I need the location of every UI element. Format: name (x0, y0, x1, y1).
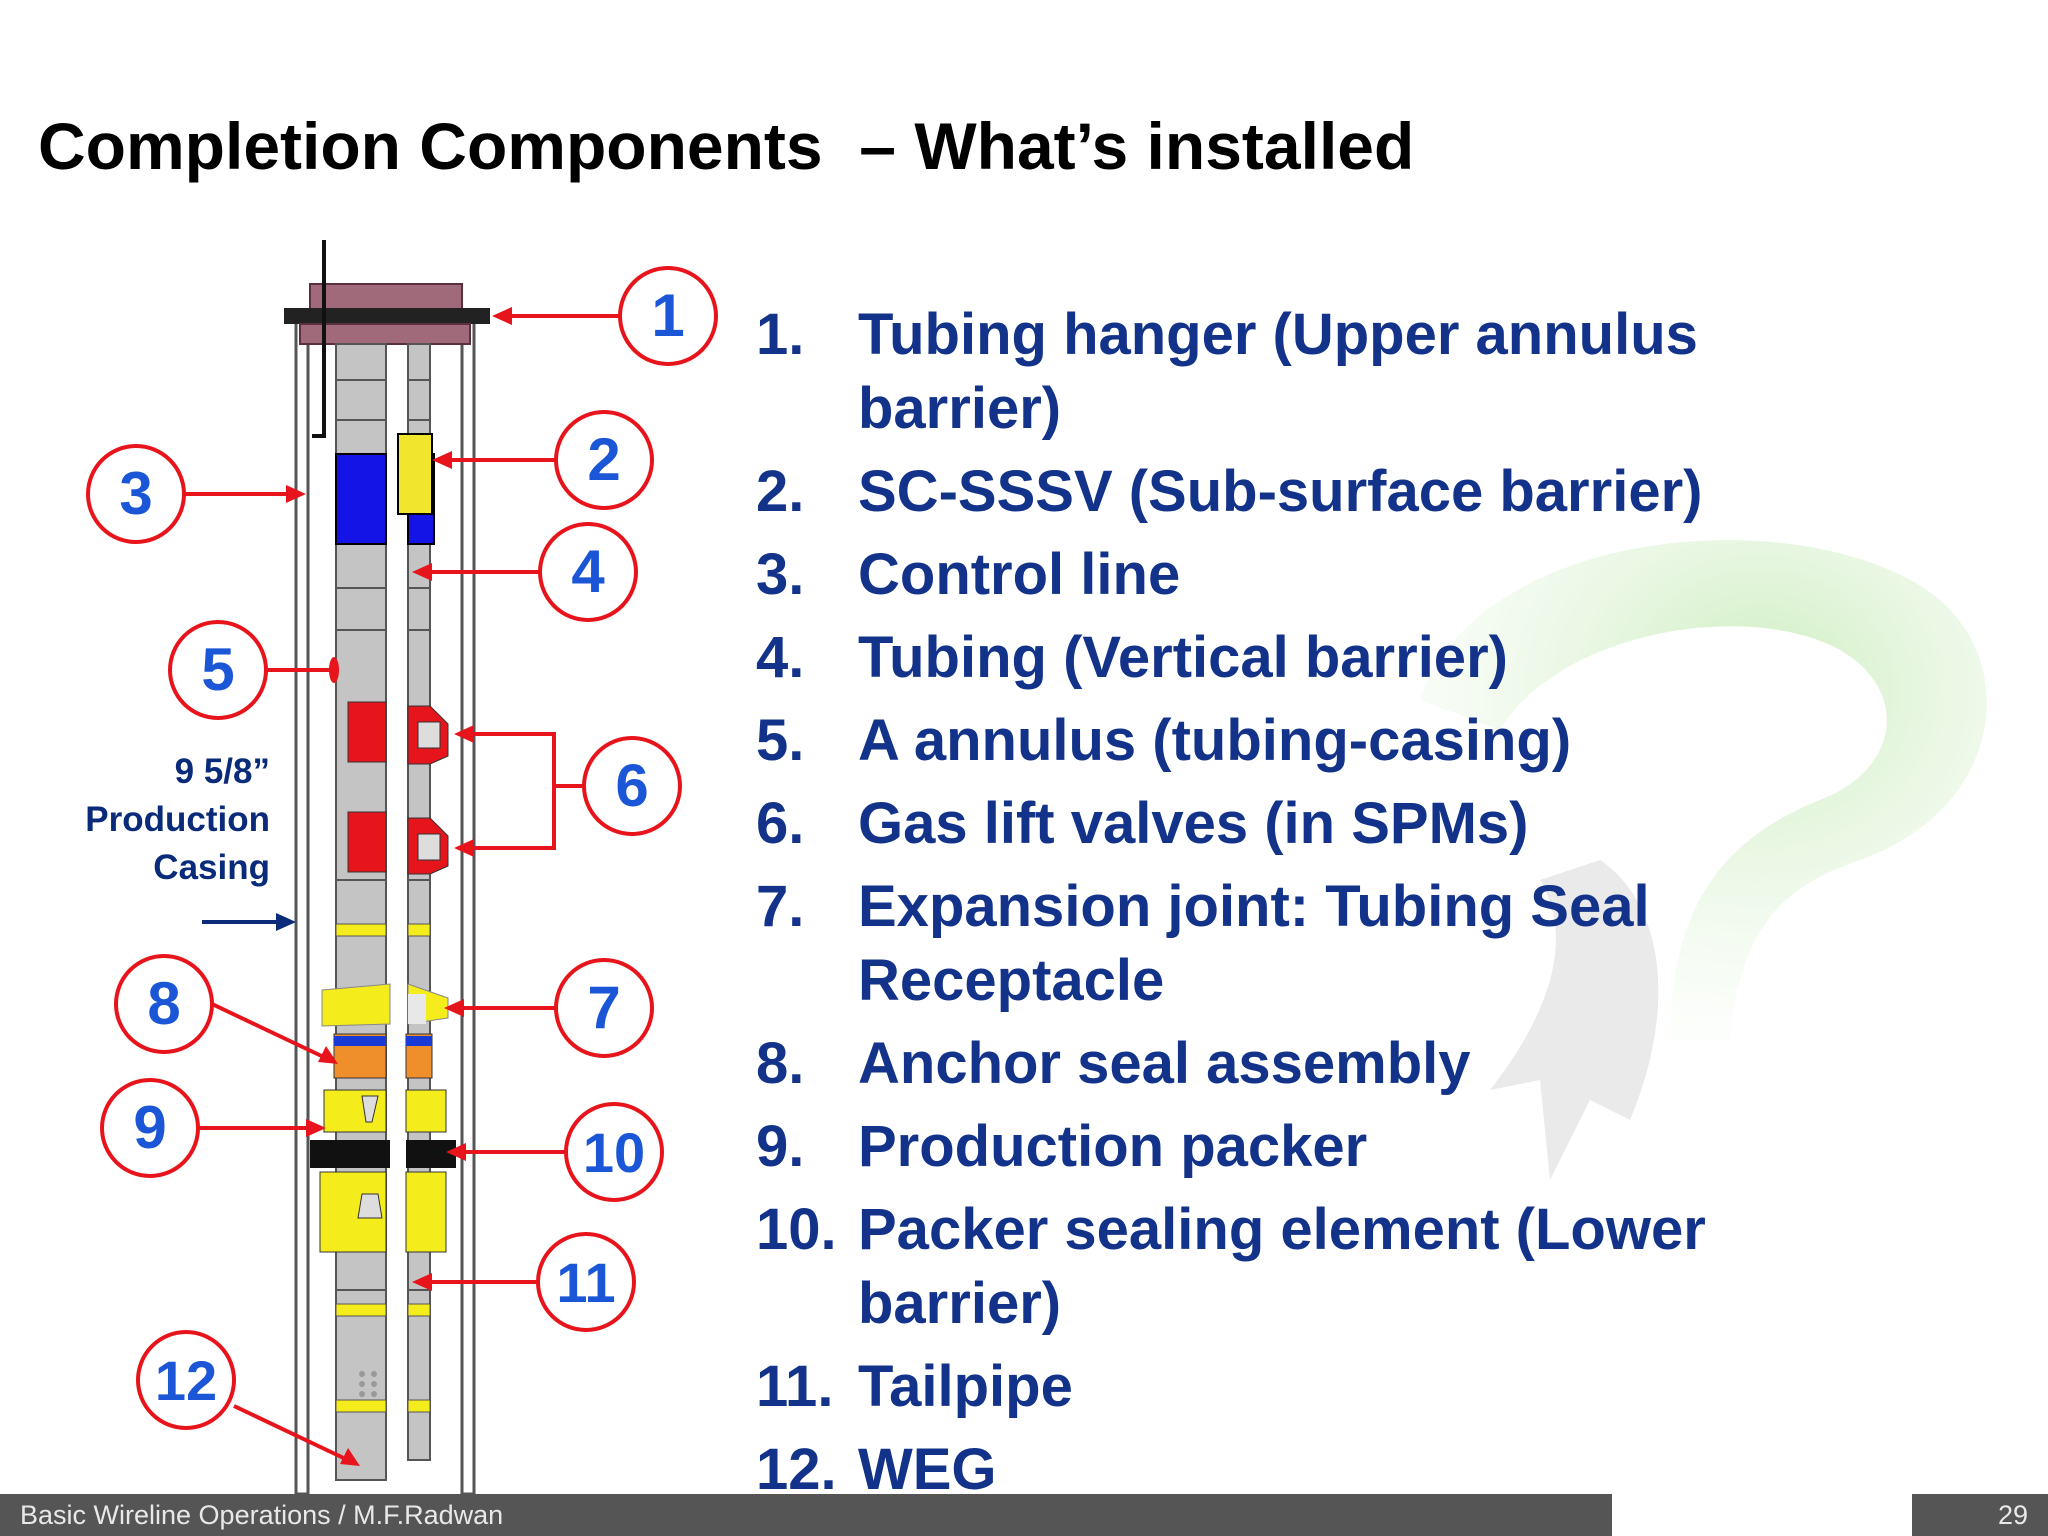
callout-arrows (180, 314, 622, 1464)
callout-9: 9 (133, 1094, 166, 1161)
callout-4: 4 (571, 538, 605, 605)
list-item: 2.SC-SSSV (Sub-surface barrier) (756, 459, 1703, 524)
list-item: 11.Tailpipe (756, 1354, 1073, 1419)
list-item: 3.Control line (756, 542, 1181, 607)
slide-title: Completion Components – What’s installed (38, 109, 1415, 183)
component-list: 1.Tubing hanger (Upper annulus barrier) … (756, 298, 1858, 1516)
tubing-hanger (284, 283, 490, 345)
list-item: 1.Tubing hanger (Upper annulus barrier) (756, 302, 1698, 441)
callout-5: 5 (201, 636, 234, 703)
arrowheads (286, 307, 512, 1466)
callout-circles (86, 266, 718, 1430)
callout-12: 12 (155, 1349, 217, 1412)
list-item: 7.Expansion joint: Tubing Seal Receptacl… (756, 874, 1650, 1013)
callout-7: 7 (587, 974, 620, 1041)
casing-label-line-2: Production (85, 800, 270, 839)
callout-3: 3 (119, 460, 152, 527)
control-line (312, 240, 326, 438)
casing-label-line-1: 9 5/8” (174, 752, 270, 791)
callout-11: 11 (556, 1251, 615, 1314)
list-item: 8.Anchor seal assembly (756, 1031, 1471, 1096)
anchor-seal-assembly (333, 1033, 433, 1079)
callout-6: 6 (615, 752, 648, 819)
list-item: 12.WEG (756, 1437, 997, 1502)
completion-diagram: 1 2 3 4 5 6 7 8 9 10 11 12 (86, 240, 718, 1494)
sssv (335, 433, 435, 545)
callout-numbers: 1 2 3 4 5 6 7 8 9 10 11 12 (119, 282, 684, 1412)
list-item: 10.Packer sealing element (Lower barrier… (756, 1197, 1706, 1336)
callout-2: 2 (587, 426, 620, 493)
list-item: 9.Production packer (756, 1114, 1368, 1179)
casing-label-line-3: Casing (153, 848, 270, 887)
tubing-collars (335, 923, 431, 1413)
gas-lift-mandrels (347, 701, 449, 875)
list-item: 6.Gas lift valves (in SPMs) (756, 791, 1529, 856)
list-item: 5.A annulus (tubing-casing) (756, 708, 1572, 773)
callout-10: 10 (583, 1121, 645, 1184)
footer-course-title: Basic Wireline Operations / M.F.Radwan (0, 1494, 1612, 1536)
casing-pointer-arrow (202, 913, 296, 931)
callout-1: 1 (651, 282, 684, 349)
footer-page-number: 29 (1912, 1494, 2048, 1536)
question-mark-watermark-icon (1420, 540, 1987, 1180)
casing-label: 9 5/8” Production Casing (40, 748, 270, 892)
list-item: 4.Tubing (Vertical barrier) (756, 625, 1508, 690)
tailpipe-perforations (359, 1371, 377, 1397)
callout-8: 8 (147, 970, 180, 1037)
production-packer (310, 1089, 456, 1253)
expansion-joint (321, 983, 449, 1027)
